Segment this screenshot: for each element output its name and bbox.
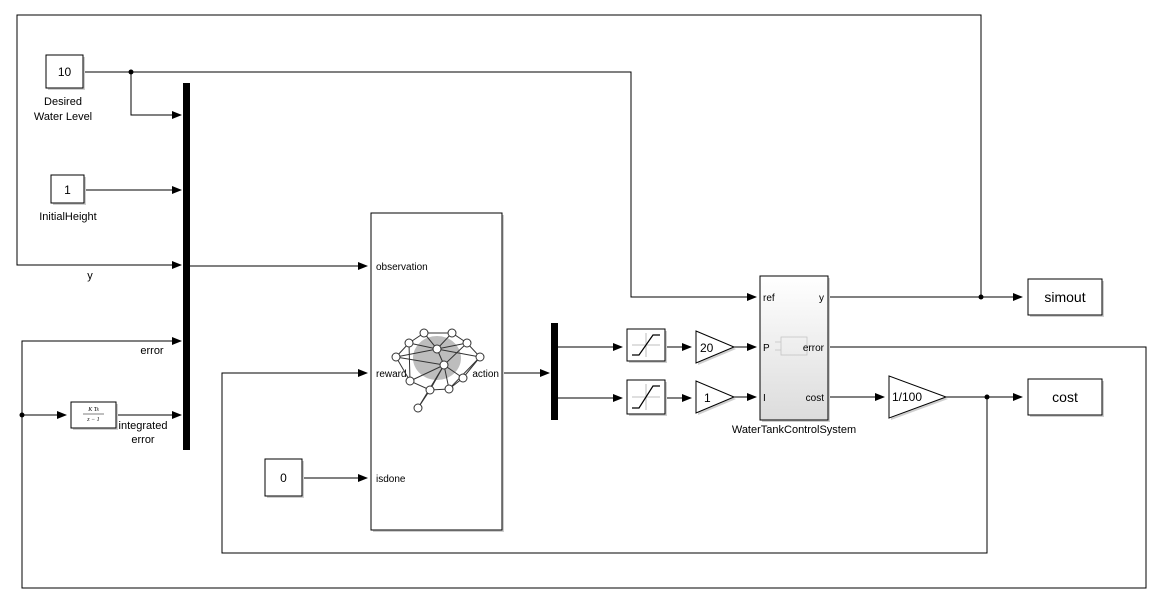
gain-cost-block[interactable]: 1/100 [888,375,948,420]
cost-output-block[interactable]: cost [1027,378,1104,417]
integrator-numerator: K Ts [87,407,99,413]
signal-label-integrated-error: error [131,434,155,446]
gain-cost-value: 1/100 [892,390,922,404]
signal-label-error: error [140,345,164,357]
gain-p-value: 20 [700,341,714,355]
desired-label-2: Water Level [34,111,92,123]
plant-port-i: I [763,393,766,404]
branch-dot [978,294,984,300]
gain-i-value: 1 [704,391,711,405]
agent-port-action: action [472,369,499,380]
initial-value: 1 [64,183,71,197]
simout-block[interactable]: simout [1027,278,1104,317]
water-tank-control-system-block[interactable]: ref P I y error cost [759,275,830,422]
subsystem-icon [775,336,813,356]
agent-port-observation: observation [376,262,428,273]
signal-lines [16,14,1147,589]
desired-value: 10 [58,65,72,79]
plant-port-p: P [763,343,770,354]
rl-agent-block[interactable]: observation reward isdone action [370,212,504,532]
desired-water-level-block[interactable]: 10 [45,54,85,90]
plant-name: WaterTankControlSystem [732,424,856,436]
gain-p-block[interactable]: 20 [695,330,736,365]
discrete-integrator-block[interactable]: K Ts z − 1 [70,401,118,430]
integrator-denominator: z − 1 [86,417,99,423]
plant-port-error: error [803,343,825,354]
branch-dot [984,394,990,400]
gain-i-block[interactable]: 1 [695,380,736,415]
zero-value: 0 [280,471,287,485]
saturation-block-p[interactable] [626,328,667,363]
neural-network-icon [391,328,485,413]
wire-cost-to-reward[interactable] [221,369,988,554]
isdone-constant-block[interactable]: 0 [264,458,304,498]
agent-port-reward: reward [376,369,407,380]
simout-label: simout [1044,289,1085,305]
initial-label: InitialHeight [39,211,96,223]
wire-desired-to-mux[interactable] [130,72,182,119]
wire-y-feedback[interactable] [16,14,982,297]
saturation-icon [632,333,660,357]
plant-port-y: y [819,293,824,304]
agent-port-isdone: isdone [376,474,406,485]
wire-error-feedback[interactable] [21,337,1147,589]
initial-height-block[interactable]: 1 [50,174,86,205]
cost-output-label: cost [1052,389,1078,405]
branch-dot [128,69,134,75]
saturation-icon [632,384,660,410]
demux-bar[interactable] [551,323,558,420]
plant-port-ref: ref [763,293,775,304]
desired-label: Desired [44,96,82,108]
plant-port-cost: cost [806,393,825,404]
signal-label-y: y [87,270,93,282]
signal-label-integrated: integrated [119,420,168,432]
saturation-block-i[interactable] [626,379,667,416]
wire-desired-to-ref[interactable] [84,71,757,301]
mux-bar[interactable] [183,83,190,450]
branch-dot [19,412,25,418]
